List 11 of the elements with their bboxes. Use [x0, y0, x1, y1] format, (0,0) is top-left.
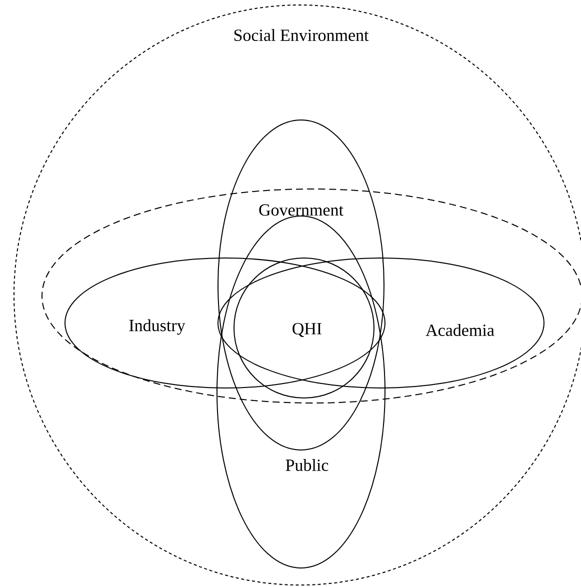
- ellipse-label: Industry: [129, 319, 186, 335]
- ellipse-label: Academia: [426, 324, 494, 336]
- ellipse-label: Social Environment: [234, 29, 369, 41]
- ellipse-label: Government: [259, 204, 344, 216]
- ellipse: [216, 216, 386, 568]
- ellipse: [218, 120, 384, 450]
- ellipse: [218, 258, 544, 388]
- ellipse-label: QHI: [292, 323, 322, 338]
- ellipse: [64, 258, 386, 388]
- ellipse-label: Public: [286, 459, 328, 471]
- ellipse: [234, 258, 374, 398]
